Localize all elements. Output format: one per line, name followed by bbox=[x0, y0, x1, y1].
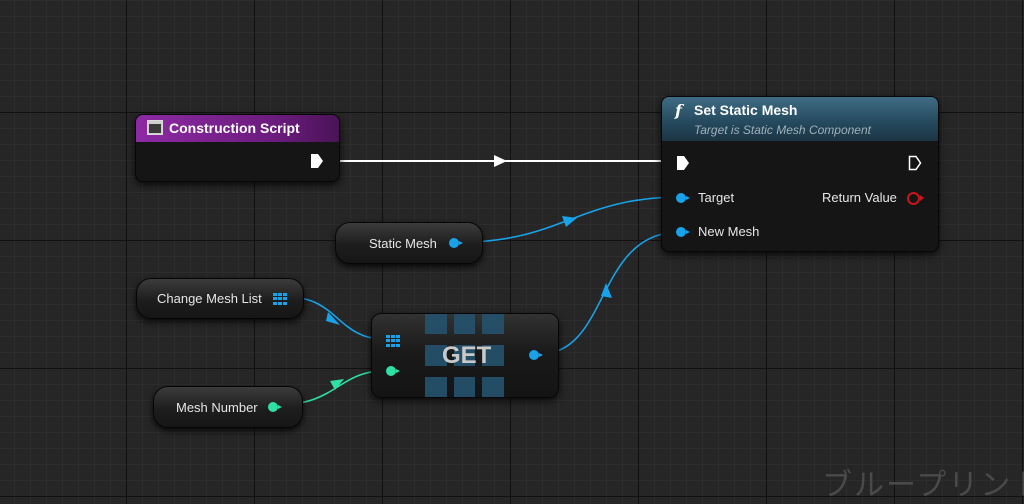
mesh-number-label: Mesh Number bbox=[176, 400, 258, 415]
set-static-mesh-node[interactable]: f Set Static Mesh Target is Static Mesh … bbox=[661, 96, 939, 252]
new-mesh-pin[interactable] bbox=[676, 227, 690, 237]
index-input-pin[interactable] bbox=[386, 366, 400, 376]
return-value-pin[interactable] bbox=[907, 192, 920, 205]
target-label: Target bbox=[698, 190, 735, 205]
set-static-mesh-header[interactable]: f Set Static Mesh Target is Static Mesh … bbox=[662, 97, 938, 141]
change-mesh-list-variable-node[interactable]: Change Mesh List bbox=[136, 278, 304, 319]
function-entry-icon bbox=[147, 120, 163, 135]
wire-mesh-number-arrow bbox=[330, 379, 344, 390]
function-icon: f bbox=[675, 101, 682, 120]
exec-input-pin[interactable] bbox=[676, 155, 690, 171]
wire-get-arrow bbox=[601, 283, 612, 298]
return-value-label: Return Value bbox=[822, 190, 897, 205]
construction-script-title: Construction Script bbox=[169, 120, 300, 136]
array-input-pin-icon[interactable] bbox=[386, 335, 400, 347]
mesh-number-output-pin[interactable] bbox=[268, 402, 282, 412]
get-array-node[interactable]: GET bbox=[371, 313, 559, 398]
construction-script-node[interactable]: Construction Script bbox=[135, 114, 340, 182]
get-output-pin[interactable] bbox=[529, 350, 543, 360]
return-value-pin-tip bbox=[920, 195, 924, 201]
blueprint-watermark: ブループリント bbox=[822, 469, 1024, 502]
set-static-mesh-title: Set Static Mesh bbox=[694, 102, 798, 118]
get-label: GET bbox=[442, 342, 492, 369]
set-static-mesh-subtitle: Target is Static Mesh Component bbox=[694, 123, 871, 137]
static-mesh-output-pin[interactable] bbox=[449, 238, 463, 248]
wire-static-mesh-arrow bbox=[562, 216, 577, 227]
construction-script-header[interactable]: Construction Script bbox=[136, 115, 339, 142]
get-background-grid bbox=[425, 314, 504, 397]
new-mesh-label: New Mesh bbox=[698, 224, 760, 239]
target-pin[interactable] bbox=[676, 193, 690, 203]
wire-mesh-list-arrow bbox=[326, 312, 340, 325]
array-pin-icon[interactable] bbox=[273, 293, 287, 305]
wires-layer bbox=[275, 155, 681, 406]
change-mesh-list-label: Change Mesh List bbox=[157, 291, 262, 306]
static-mesh-variable-node[interactable]: Static Mesh bbox=[335, 222, 483, 264]
exec-output-pin[interactable] bbox=[310, 153, 324, 169]
exec-output-pin-then[interactable] bbox=[908, 155, 922, 171]
exec-wire-arrow bbox=[494, 155, 507, 167]
static-mesh-label: Static Mesh bbox=[369, 236, 437, 251]
mesh-number-variable-node[interactable]: Mesh Number bbox=[153, 386, 303, 428]
